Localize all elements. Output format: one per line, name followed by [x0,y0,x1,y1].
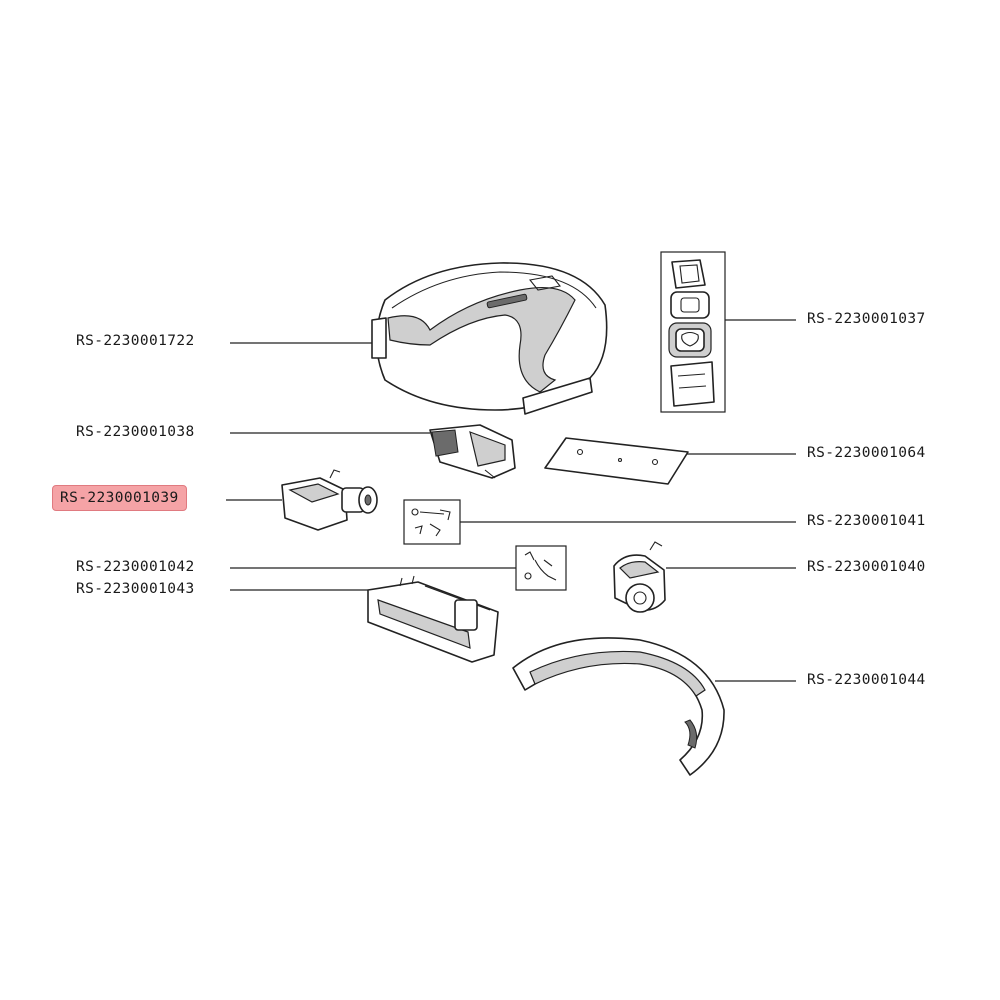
part-drawing-plate [544,437,689,485]
part-label-1043[interactable]: RS-2230001043 [76,581,195,597]
part-label-1038[interactable]: RS-2230001038 [76,424,195,440]
part-label-1064[interactable]: RS-2230001064 [807,445,926,461]
part-drawing-brush-housing [367,575,499,663]
part-label-1044[interactable]: RS-2230001044 [807,672,926,688]
part-label-1040[interactable]: RS-2230001040 [807,559,926,575]
part-label-1039-highlighted[interactable]: RS-2230001039 [52,485,187,511]
part-label-1037[interactable]: RS-2230001037 [807,311,926,327]
leader-lines [226,319,796,682]
part-drawing-side-motor [281,469,378,531]
part-drawing-bumper [512,637,725,776]
part-label-1042[interactable]: RS-2230001042 [76,559,195,575]
part-drawing-dust-unit [429,424,516,479]
part-drawing-wheel-module [613,541,666,613]
part-label-1041[interactable]: RS-2230001041 [807,513,926,529]
part-drawing-top-cover [371,262,608,415]
part-drawing-cable-set [515,545,567,591]
part-label-1722[interactable]: RS-2230001722 [76,333,195,349]
part-drawing-screw-set [403,499,461,545]
part-drawing-button-set [660,251,726,413]
